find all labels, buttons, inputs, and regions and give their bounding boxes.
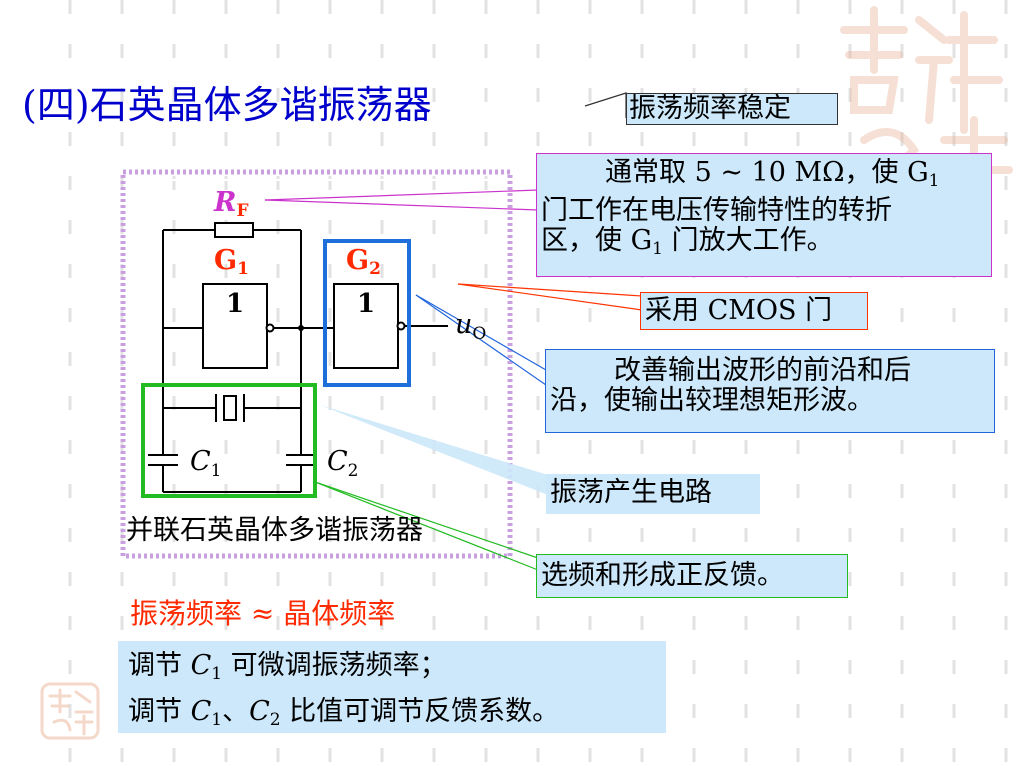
stability-text: 振荡频率稳定 <box>629 93 791 124</box>
g2-label: G <box>346 245 369 276</box>
rf-line3: 区，使 G <box>541 225 653 256</box>
g2-line1: 改善输出波形的前沿和后 <box>614 355 911 386</box>
g1-symbol: 1 <box>226 289 244 319</box>
g2-sub: 2 <box>369 259 381 279</box>
callout-connectors <box>264 92 643 571</box>
g1-sub: 1 <box>237 259 249 279</box>
cmos-callout: 采用 CMOS 门 <box>640 292 868 330</box>
c1-sub: 1 <box>211 461 222 481</box>
feedback-callout: 选频和形成正反馈。 <box>536 554 848 598</box>
osc-text: 振荡产生电路 <box>550 477 712 508</box>
diagram-frame <box>120 169 513 559</box>
svg-text:C1: C1 <box>190 446 222 481</box>
rf-callout: 通常取 5 ~ 10 MΩ，使 G1 门工作在电压传输特性的转折 区，使 G1 … <box>536 153 992 277</box>
rf-line3-sub: 1 <box>652 239 663 259</box>
gate-g1 <box>202 283 268 369</box>
rf-line1: 通常取 5 ~ 10 MΩ，使 G <box>605 157 929 188</box>
output-label: u <box>455 309 472 340</box>
osc-callout: 振荡产生电路 <box>546 474 760 514</box>
c2-sub: 2 <box>348 461 359 481</box>
feedback-text: 选频和形成正反馈。 <box>541 560 784 591</box>
g1-label: G <box>214 245 237 276</box>
svg-text:uO: uO <box>455 309 486 344</box>
rf-line2: 门工作在电压传输特性的转折 <box>541 195 892 226</box>
rf-line3-suffix: 门放大工作。 <box>662 225 834 256</box>
frequency-relation: 振荡频率 ≈ 晶体频率 <box>130 597 396 630</box>
rf-resistor <box>214 222 254 238</box>
g2-highlight <box>323 239 411 387</box>
stability-callout: 振荡频率稳定 <box>626 93 838 125</box>
svg-text:G1: G1 <box>214 245 249 279</box>
c2-label: C <box>327 446 348 477</box>
g2-symbol: 1 <box>357 289 375 319</box>
svg-text:C2: C2 <box>327 446 359 481</box>
rf-label: R <box>213 187 236 218</box>
svg-text:RF: RF <box>213 187 249 221</box>
crystal-highlight <box>141 383 317 498</box>
c1-label: C <box>190 446 211 477</box>
page-title: (四)石英晶体多谐振荡器 <box>22 83 432 127</box>
watermark-logo <box>840 6 1013 194</box>
svg-text:G2: G2 <box>346 245 381 279</box>
diagram-caption: 并联石英晶体多谐振荡器 <box>126 515 423 546</box>
g2-line2: 沿，使输出较理想矩形波。 <box>550 385 874 416</box>
output-sub: O <box>472 324 486 344</box>
crystal <box>223 395 237 421</box>
gate-g2 <box>333 283 399 369</box>
rf-line1-sub: 1 <box>928 171 940 191</box>
g2-callout: 改善输出波形的前沿和后 沿，使输出较理想矩形波。 <box>545 349 995 433</box>
adjust-line2: 调节 C1、C2 比值可调节反馈系数。 <box>128 696 560 730</box>
rf-sub: F <box>236 201 248 221</box>
adjust-notes: 调节 C1 可微调振荡频率； 调节 C1、C2 比值可调节反馈系数。 <box>118 641 666 733</box>
seal-logo <box>40 682 100 740</box>
adjust-line1: 调节 C1 可微调振荡频率； <box>128 650 447 684</box>
cmos-text: 采用 CMOS 门 <box>645 295 833 326</box>
